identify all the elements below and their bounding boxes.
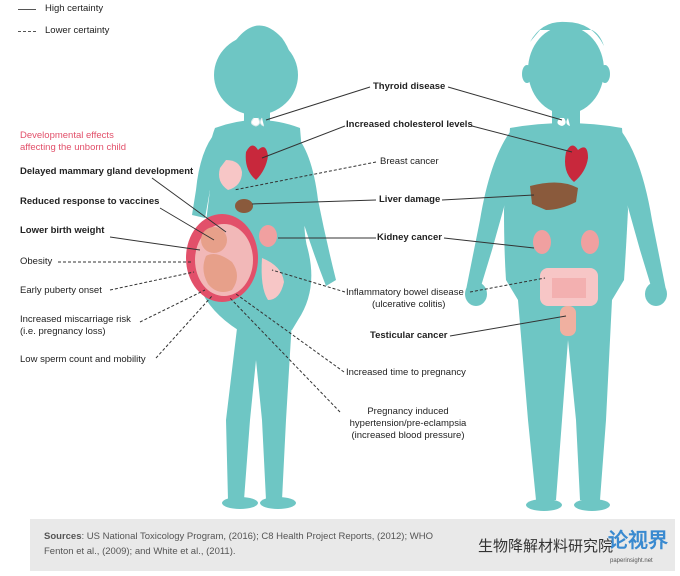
line-birth-weight bbox=[109, 236, 201, 251]
sources-text: Sources: US National Toxicology Program,… bbox=[44, 529, 484, 559]
male-organs bbox=[530, 118, 599, 336]
line-mammary bbox=[151, 177, 227, 233]
line-thyroid-f bbox=[265, 86, 371, 121]
watermark-logo: 论视界 paperinsight.net bbox=[606, 522, 668, 570]
label-puberty: Early puberty onset bbox=[20, 285, 102, 296]
female-organs bbox=[186, 117, 284, 302]
line-cholesterol-f bbox=[261, 125, 346, 159]
legend-low-label: Lower certainty bbox=[45, 25, 110, 36]
label-mammary: Delayed mammary gland development bbox=[20, 166, 194, 177]
connector-lines bbox=[58, 86, 573, 413]
line-sperm bbox=[155, 295, 213, 359]
label-preg-3: (increased blood pressure) bbox=[351, 430, 465, 441]
sources-label: Sources bbox=[44, 531, 82, 542]
label-cholesterol: Increased cholesterol levels bbox=[346, 119, 473, 130]
line-ibd-f bbox=[271, 269, 346, 293]
label-liver: Liver damage bbox=[379, 194, 441, 205]
line-vaccines bbox=[159, 207, 215, 241]
male-figure bbox=[465, 21, 667, 511]
label-testicular: Testicular cancer bbox=[370, 330, 448, 341]
line-cholesterol-m bbox=[471, 125, 573, 153]
line-ibd-m bbox=[469, 277, 546, 293]
developmental-heading-2: affecting the unborn child bbox=[20, 142, 126, 153]
label-sperm: Low sperm count and mobility bbox=[20, 354, 146, 365]
line-liver-m bbox=[441, 194, 535, 201]
label-birth-weight: Lower birth weight bbox=[20, 225, 105, 236]
line-time-pregnancy bbox=[235, 293, 345, 373]
label-kidney: Kidney cancer bbox=[377, 232, 442, 243]
label-obesity: Obesity bbox=[20, 256, 53, 267]
label-vaccines: Reduced response to vaccines bbox=[20, 196, 160, 207]
sources-footer: Sources: US National Toxicology Program,… bbox=[30, 519, 675, 571]
label-time-pregnancy: Increased time to pregnancy bbox=[346, 367, 466, 378]
label-breast-cancer: Breast cancer bbox=[380, 156, 439, 167]
line-thyroid-m bbox=[447, 86, 563, 121]
legend-high-label: High certainty bbox=[45, 3, 104, 14]
label-preg-1: Pregnancy induced bbox=[367, 406, 449, 417]
line-puberty bbox=[109, 271, 195, 291]
watermark-logo-url: paperinsight.net bbox=[610, 558, 653, 564]
line-breast bbox=[233, 161, 377, 191]
line-preeclampsia bbox=[229, 297, 341, 413]
developmental-heading-1: Developmental effects bbox=[20, 130, 114, 141]
watermark-logo-text: 论视界 bbox=[608, 530, 668, 552]
label-miscarriage: Increased miscarriage risk bbox=[20, 314, 131, 325]
label-ibd-sub: (ulcerative colitis) bbox=[372, 299, 446, 310]
label-ibd: Inflammatory bowel disease bbox=[346, 287, 464, 298]
label-miscarriage-sub: (i.e. pregnancy loss) bbox=[20, 326, 106, 337]
sources-line1: : US National Toxicology Program, (2016)… bbox=[81, 531, 433, 542]
sources-line2: Fenton et al., (2009); and White et al.,… bbox=[44, 546, 236, 557]
line-liver-f bbox=[251, 199, 377, 205]
watermark-text: 生物降解材料研究院 bbox=[478, 538, 614, 555]
legend-dashed-line bbox=[18, 31, 36, 32]
line-kidney-m bbox=[443, 237, 535, 249]
line-testicular bbox=[449, 315, 567, 337]
line-miscarriage bbox=[139, 289, 206, 323]
label-preg-2: hypertension/pre-eclampsia bbox=[349, 418, 467, 429]
label-thyroid: Thyroid disease bbox=[373, 81, 446, 92]
legend-solid-line bbox=[18, 9, 36, 10]
